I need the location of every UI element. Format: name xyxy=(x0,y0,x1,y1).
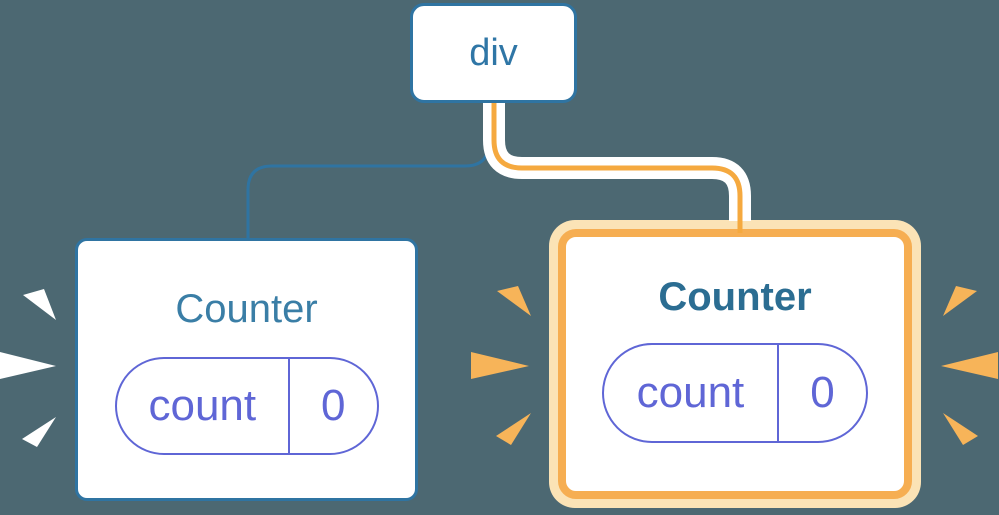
state-pill: count 0 xyxy=(114,357,379,455)
edge-right xyxy=(491,100,743,233)
component-title: Counter xyxy=(175,287,318,331)
edge-left xyxy=(246,100,491,240)
sparkle-icon xyxy=(23,289,56,320)
sparkle-icon xyxy=(943,286,977,316)
sparkle-burst-left-card xyxy=(0,289,56,447)
state-key-label: count xyxy=(604,345,779,441)
sparkle-icon xyxy=(22,417,56,447)
state-pill: count 0 xyxy=(602,343,868,443)
sparkle-icon xyxy=(471,352,529,379)
component-card-counter-right: Counter count 0 xyxy=(558,229,912,499)
component-title: Counter xyxy=(658,275,812,319)
node-label: div xyxy=(469,31,518,74)
state-value: 0 xyxy=(321,381,346,430)
sparkle-icon xyxy=(496,413,531,445)
edge-right-casing xyxy=(483,100,751,221)
sparkle-icon xyxy=(0,352,56,379)
sparkle-icon xyxy=(941,352,998,379)
state-value: 0 xyxy=(810,368,835,417)
sparkle-burst-right-card-right xyxy=(941,286,998,445)
sparkle-burst-right-card-left xyxy=(471,286,531,445)
tree-node-div: div xyxy=(410,3,577,103)
sparkle-icon xyxy=(497,286,531,316)
component-card-counter-left: Counter count 0 xyxy=(75,238,418,501)
state-key-label: count xyxy=(117,359,291,453)
component-card-counter-right-highlight: Counter count 0 xyxy=(549,220,921,508)
sparkle-icon xyxy=(943,413,978,445)
